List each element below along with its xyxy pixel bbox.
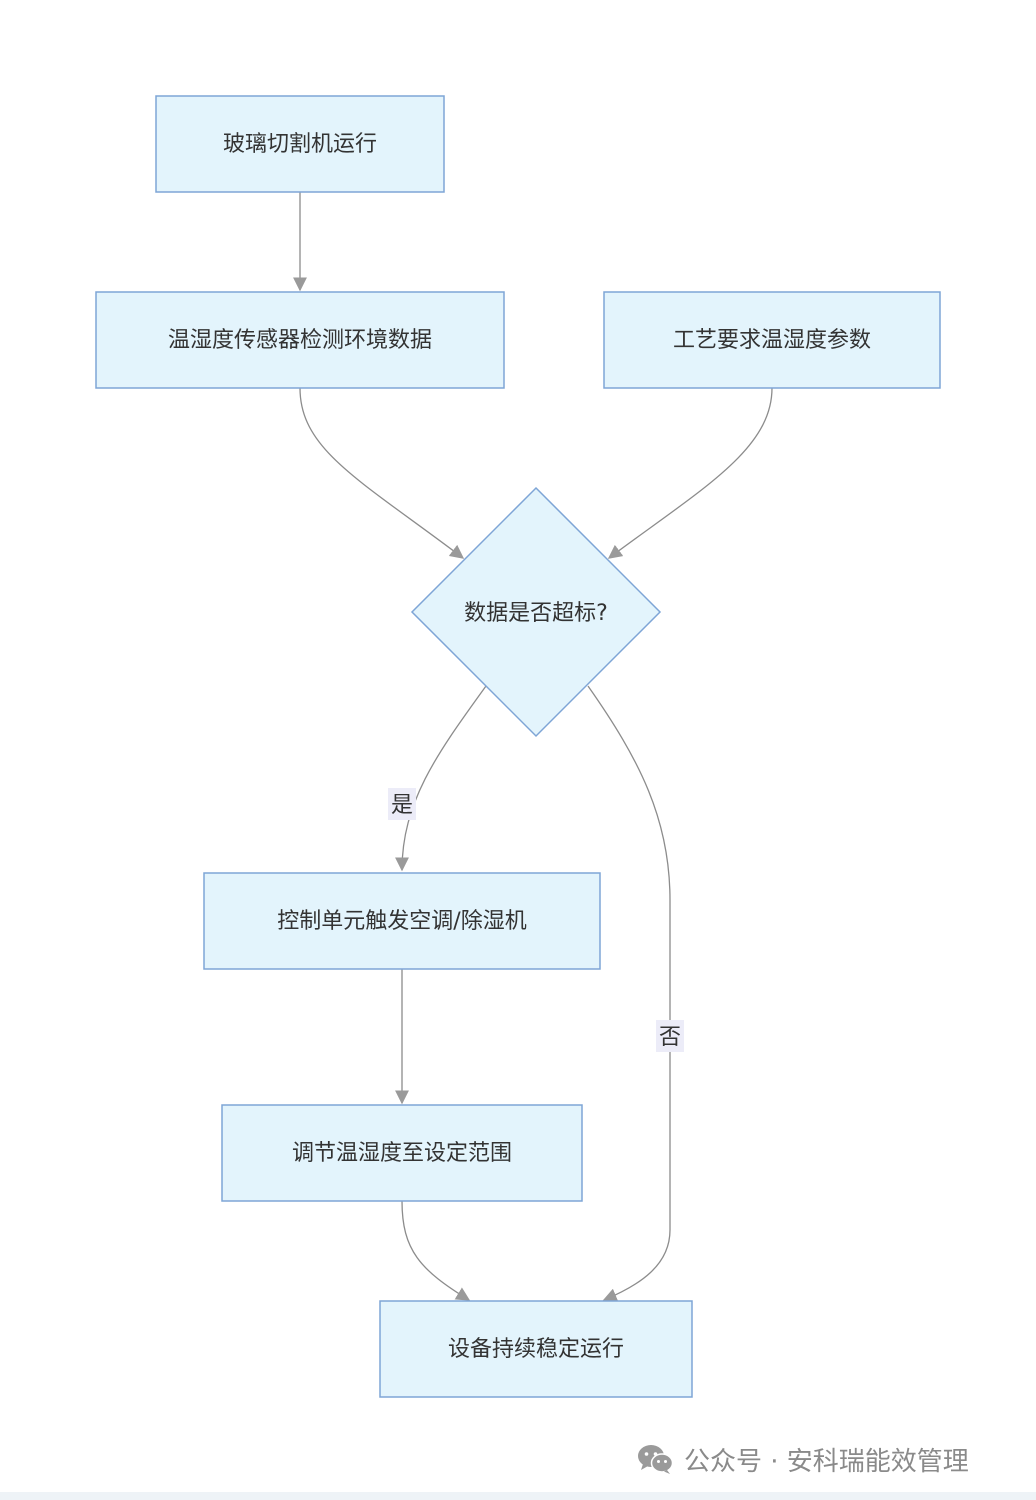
node-start-label: 玻璃切割机运行 xyxy=(223,132,377,157)
node-sensor-label: 温湿度传感器检测环境数据 xyxy=(168,328,432,353)
node-adjust: 调节温湿度至设定范围 xyxy=(221,1104,583,1202)
node-process-params: 工艺要求温湿度参数 xyxy=(603,291,941,389)
node-process-params-label: 工艺要求温湿度参数 xyxy=(673,328,871,353)
node-decision: 数据是否超标? xyxy=(410,486,662,738)
watermark-text: 公众号 · 安科瑞能效管理 xyxy=(684,1446,969,1477)
edge-decision-to-control xyxy=(395,685,487,872)
bottom-strip xyxy=(0,1492,1036,1500)
edge-adjust-to-stable xyxy=(401,1200,471,1301)
node-start: 玻璃切割机运行 xyxy=(155,95,445,193)
edge-label-no: 否 xyxy=(656,1020,684,1052)
node-decision-label: 数据是否超标? xyxy=(464,601,608,626)
svg-text:否: 否 xyxy=(659,1025,681,1050)
node-sensor: 温湿度传感器检测环境数据 xyxy=(95,291,505,389)
node-control: 控制单元触发空调/除湿机 xyxy=(203,872,601,970)
node-stable: 设备持续稳定运行 xyxy=(379,1300,693,1398)
edge-decision-to-stable xyxy=(587,685,671,1302)
edges xyxy=(293,192,773,1302)
edge-label-yes: 是 xyxy=(388,788,416,820)
watermark: 公众号 · 安科瑞能效管理 xyxy=(636,1438,969,1480)
edge-sensor-to-decision xyxy=(299,387,465,559)
node-stable-label: 设备持续稳定运行 xyxy=(448,1337,624,1362)
node-control-label: 控制单元触发空调/除湿机 xyxy=(277,909,526,934)
edge-params-to-decision xyxy=(607,387,773,559)
wechat-icon xyxy=(638,1445,674,1474)
node-adjust-label: 调节温湿度至设定范围 xyxy=(292,1141,512,1166)
svg-text:是: 是 xyxy=(391,793,413,818)
